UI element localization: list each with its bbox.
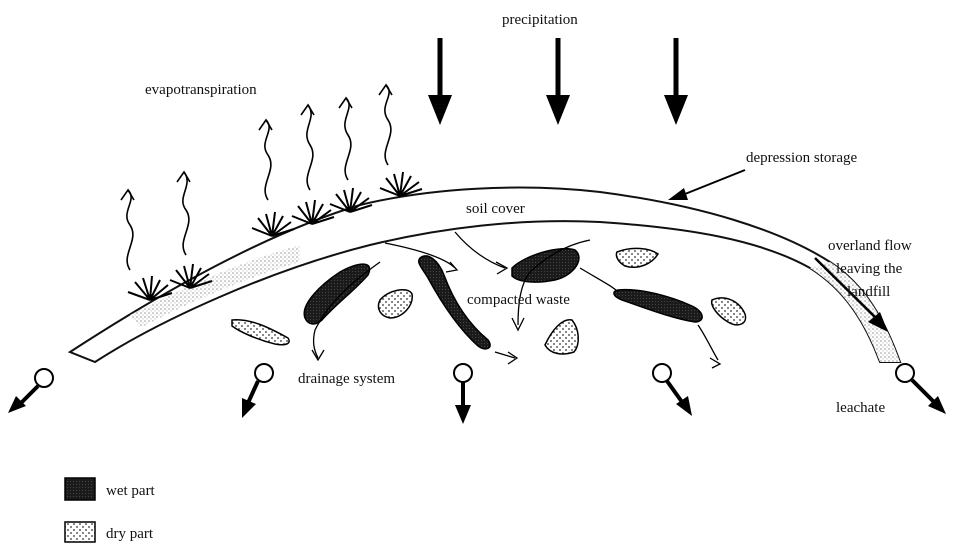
evapotranspiration-arrow — [259, 120, 272, 200]
evapotranspiration-arrow — [339, 98, 352, 180]
dry-waste-piece — [232, 320, 289, 345]
drainage-outlets — [8, 364, 946, 424]
legend-item-dry: dry part — [65, 522, 154, 542]
precipitation-arrow — [428, 38, 452, 125]
label-soil-cover: soil cover — [466, 201, 525, 217]
wet-swatch — [65, 478, 95, 500]
label-depression-storage: depression storage — [746, 150, 858, 166]
evapotranspiration-arrow — [301, 105, 314, 190]
dry-waste-piece — [712, 298, 746, 325]
legend-label-wet: wet part — [106, 483, 156, 499]
dry-waste-piece — [616, 248, 658, 267]
label-overland-flow-2: leaving the — [836, 261, 903, 277]
wet-waste-piece — [512, 249, 579, 282]
label-drainage-system: drainage system — [298, 371, 395, 387]
leachate-outlet-icon — [8, 369, 53, 413]
precipitation-arrow — [546, 38, 570, 125]
dry-waste-piece — [378, 290, 412, 318]
depression-storage-arrow — [668, 170, 745, 200]
leachate-outlet-icon — [454, 364, 472, 424]
leachate-outlet-icon — [242, 364, 273, 418]
label-leachate: leachate — [836, 400, 885, 416]
leachate-outlet-icon — [653, 364, 692, 416]
grass-tuft-icon — [380, 172, 422, 196]
evapotranspiration-arrow — [379, 85, 392, 165]
legend: wet part dry part — [65, 478, 156, 542]
legend-label-dry: dry part — [106, 526, 154, 542]
label-precipitation: precipitation — [502, 12, 578, 28]
wet-waste-piece — [614, 290, 702, 322]
leachate-outlet-icon — [896, 364, 946, 414]
precipitation-arrows — [428, 38, 688, 125]
evapotranspiration-arrow — [177, 172, 190, 255]
wet-waste-piece — [304, 264, 369, 324]
dry-waste-piece — [545, 320, 578, 354]
label-evapotranspiration: evapotranspiration — [145, 82, 257, 98]
label-compacted-waste: compacted waste — [467, 292, 570, 308]
label-overland-flow-3: landfill — [847, 284, 890, 300]
legend-item-wet: wet part — [65, 478, 156, 500]
evapotranspiration-arrow — [121, 190, 134, 270]
label-overland-flow-1: overland flow — [828, 238, 912, 254]
dry-swatch — [65, 522, 95, 542]
precipitation-arrow — [664, 38, 688, 125]
